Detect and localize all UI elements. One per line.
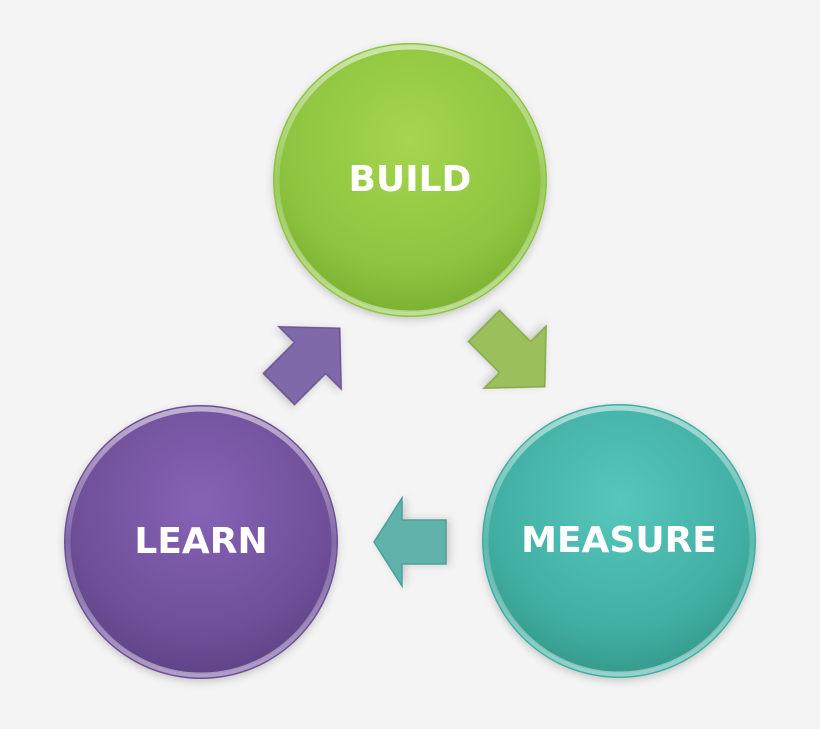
arrow-build-to-measure — [467, 309, 547, 389]
arrow-down-right-icon — [467, 309, 547, 389]
node-build: BUILD — [273, 43, 547, 317]
arrow-measure-to-learn — [373, 495, 447, 589]
arrow-left-icon — [373, 495, 447, 589]
learn-label: LEARN — [134, 521, 267, 562]
node-measure: MEASURE — [482, 404, 756, 678]
arrow-learn-to-build — [262, 326, 342, 406]
node-learn: LEARN — [64, 405, 338, 679]
measure-label: MEASURE — [521, 520, 717, 561]
arrow-up-right-icon — [262, 326, 342, 406]
build-label: BUILD — [349, 159, 472, 200]
